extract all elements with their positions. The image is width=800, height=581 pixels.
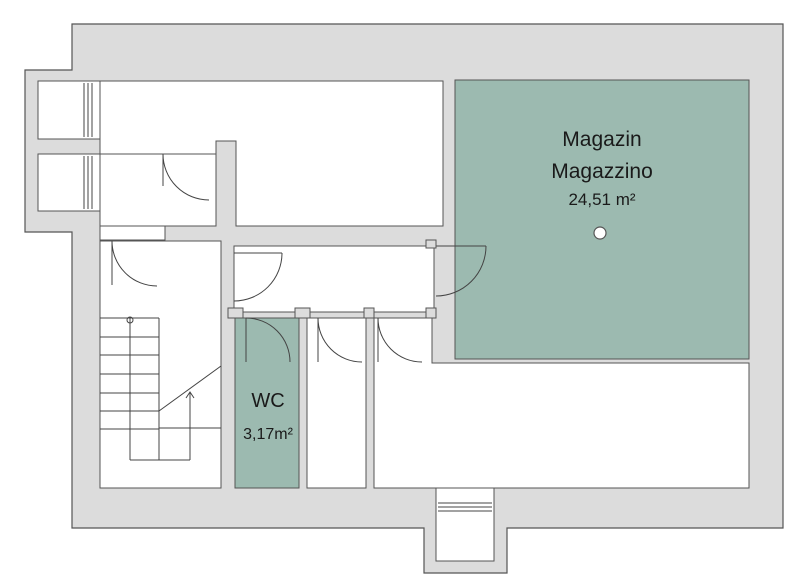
storage-room [454, 79, 750, 360]
storage-room-area: 24,51 m² [568, 190, 635, 209]
stair-room [99, 240, 222, 489]
bottom-window-icon [438, 502, 492, 512]
storage-room-name-secondary: Magazzino [551, 160, 653, 183]
room-center-marker [593, 226, 607, 240]
window-bay-bottom [435, 487, 495, 562]
closet-a [306, 317, 367, 489]
room-small-storage [99, 153, 217, 227]
wall-pillars [227, 239, 437, 319]
wc-room-area: 3,17m² [243, 426, 293, 443]
wc-room-name: WC [251, 390, 284, 412]
window-icon [83, 83, 93, 209]
corridor [233, 245, 435, 313]
staircase-icon [100, 316, 222, 461]
door-swings [111, 153, 487, 363]
storage-room-name-primary: Magazin [562, 128, 641, 151]
window-bay-lower [37, 153, 101, 212]
